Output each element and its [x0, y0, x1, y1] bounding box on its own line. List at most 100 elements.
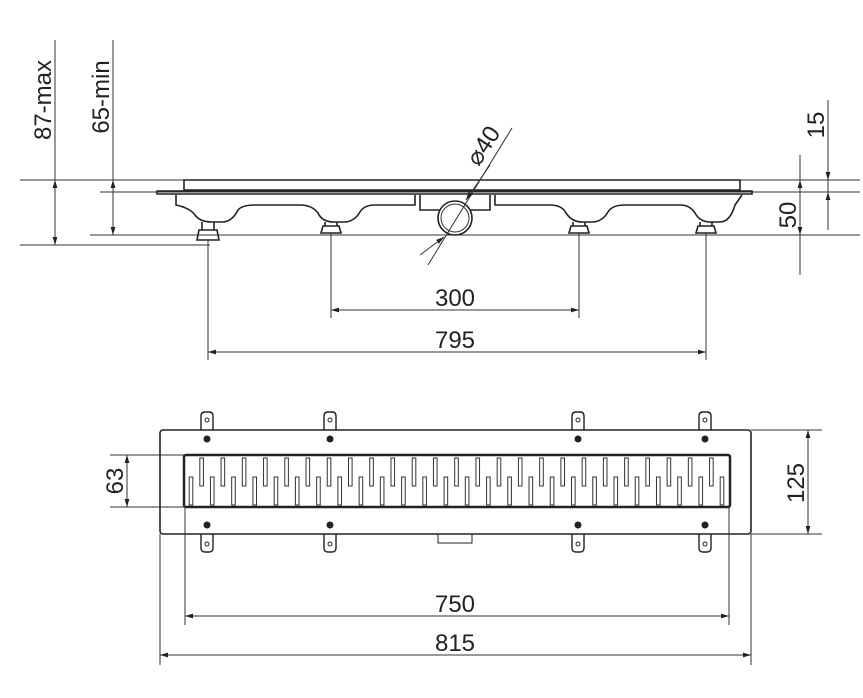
grate-slot	[549, 476, 555, 506]
outlet-pipe	[437, 200, 473, 236]
grate-slot	[634, 476, 640, 506]
grate-slot	[379, 476, 385, 506]
grate-slot	[517, 457, 523, 487]
grate-slot	[390, 457, 396, 487]
side-view: 300 795 87-max 65-min 15 50 ⌀40	[20, 40, 860, 360]
mounting-tabs	[200, 411, 712, 553]
grate-slot	[369, 457, 374, 487]
dim-total-width: 125	[783, 463, 810, 503]
grate-slot	[709, 457, 714, 487]
grate-slot	[231, 476, 236, 506]
grate-slot	[401, 476, 406, 506]
grate-slot	[571, 476, 576, 506]
grate-slot	[241, 457, 247, 487]
grate-slot	[326, 457, 332, 487]
tab-hole	[204, 541, 210, 547]
flange	[156, 190, 753, 195]
grate-slot	[687, 457, 693, 487]
tab-hole	[327, 417, 333, 423]
grate-slot	[305, 457, 311, 487]
mounting-tab	[571, 534, 585, 553]
screw	[574, 521, 582, 529]
dim-inner-feet: 300	[435, 285, 475, 312]
mounting-tab	[698, 534, 712, 553]
grate-slot	[209, 476, 215, 506]
screw	[701, 521, 709, 529]
grate-slot	[220, 457, 226, 487]
grate-profile	[183, 179, 741, 191]
grate-slot	[337, 476, 342, 506]
grate-slot	[454, 457, 459, 487]
grate-slot	[560, 457, 566, 487]
grate	[182, 453, 732, 509]
grate-slot	[432, 457, 438, 487]
grate-slot	[486, 476, 491, 506]
grate-slot	[719, 476, 725, 506]
grate-slot	[263, 457, 268, 487]
grate-slot	[602, 457, 608, 487]
grate-slot	[624, 457, 629, 487]
grate-slot	[507, 476, 512, 506]
grate-slot	[273, 476, 279, 506]
grate-slot	[655, 476, 661, 506]
grate-slot	[539, 457, 544, 487]
grate-slot	[294, 476, 300, 506]
mounting-tab	[698, 411, 712, 430]
grate-slot	[464, 476, 470, 506]
dim-grate-thickness: 15	[803, 112, 830, 139]
grate-slot	[443, 476, 449, 506]
grate-slot	[252, 476, 258, 506]
grate-slot	[199, 457, 204, 487]
grate-slot	[613, 476, 619, 506]
dim-height-max: 87-max	[30, 60, 57, 140]
grate-slot	[316, 476, 321, 506]
mounting-tab	[200, 534, 214, 553]
dim-outlet-diameter: ⌀40	[461, 121, 506, 170]
grate-slot	[698, 476, 704, 506]
tab-hole	[575, 541, 581, 547]
mounting-tab	[200, 411, 214, 430]
tab-hole	[702, 417, 708, 423]
screw	[203, 521, 211, 529]
grate-slot	[581, 457, 587, 487]
grate-slot	[496, 457, 502, 487]
grate-slot	[358, 476, 364, 506]
screw	[701, 435, 709, 443]
top-view: 63 125 750 815	[102, 411, 822, 665]
tab-hole	[327, 541, 333, 547]
tab-hole	[575, 417, 581, 423]
grate-slot	[188, 476, 194, 506]
grate-slot	[411, 457, 417, 487]
channel-body-right	[494, 194, 743, 223]
tab-hole	[702, 541, 708, 547]
dim-outer-feet: 795	[435, 327, 475, 354]
mounting-tab	[571, 411, 585, 430]
tab-hole	[204, 417, 210, 423]
grate-slot	[592, 476, 597, 506]
screw	[203, 435, 211, 443]
grate-slot	[475, 457, 481, 487]
screw	[326, 435, 334, 443]
screw	[574, 435, 582, 443]
grate-slot	[284, 457, 289, 487]
grate-slot	[645, 457, 650, 487]
mounting-tab	[323, 534, 337, 553]
dim-body-height: 50	[775, 202, 802, 229]
grate-slot	[422, 476, 427, 506]
dim-height-min: 65-min	[88, 60, 115, 133]
grate-slot	[677, 476, 682, 506]
dim-total-length: 815	[435, 630, 475, 657]
grate-slot	[348, 457, 353, 487]
outer-frame	[159, 429, 752, 535]
grate-slot	[528, 476, 534, 506]
mounting-tab	[323, 411, 337, 430]
adjustable-feet	[196, 222, 718, 241]
dim-grate-width: 63	[102, 468, 129, 495]
channel-body-left	[175, 195, 416, 223]
outlet	[437, 533, 473, 544]
screw	[326, 521, 334, 529]
grate-slots	[188, 457, 725, 506]
dim-grate-length: 750	[435, 591, 475, 618]
